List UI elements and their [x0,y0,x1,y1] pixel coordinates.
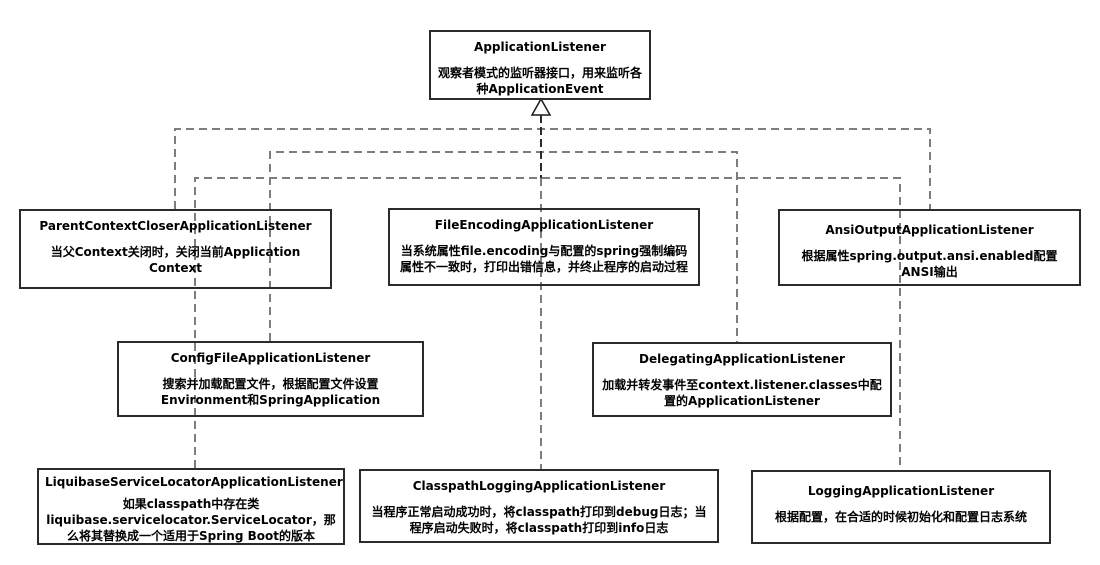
class-description: 加载并转发事件至context.listener.classes中配置的Appl… [602,377,882,408]
class-box-parent-context-closer: ParentContextCloserApplicationListener 当… [19,209,332,289]
class-box-file-encoding: FileEncodingApplicationListener 当系统属性fil… [388,208,700,286]
class-box-application-listener: ApplicationListener 观察者模式的监听器接口，用来监听各种Ap… [429,30,651,100]
realization-connector-row1 [174,128,931,209]
class-description: 如果classpath中存在类liquibase.servicelocator.… [46,496,336,543]
class-name: LiquibaseServiceLocatorApplicationListen… [45,475,343,489]
class-box-liquibase-service-locator: LiquibaseServiceLocatorApplicationListen… [37,468,345,545]
class-description: 观察者模式的监听器接口，用来监听各种ApplicationEvent [437,65,642,96]
class-box-classpath-logging: ClasspathLoggingApplicationListener 当程序正… [359,469,719,543]
class-box-config-file: ConfigFileApplicationListener 搜索并加载配置文件，… [117,341,424,417]
class-name: DelegatingApplicationListener [639,352,845,366]
class-name: ApplicationListener [474,40,606,54]
class-name: FileEncodingApplicationListener [434,218,654,232]
hollow-triangle-arrowhead-icon [530,97,552,116]
class-box-ansi-output: AnsiOutputApplicationListener 根据属性spring… [778,209,1081,286]
class-description: 搜索并加载配置文件，根据配置文件设置Environment和SpringAppl… [160,376,381,407]
class-box-delegating: DelegatingApplicationListener 加载并转发事件至co… [592,342,892,417]
class-box-logging: LoggingApplicationListener 根据配置，在合适的时候初始… [751,470,1051,544]
class-name: AnsiOutputApplicationListener [825,223,1034,237]
class-description: 当父Context关闭时，关闭当前Application Context [50,244,301,275]
realization-connector-row3 [194,177,901,470]
realization-connector-row2 [269,151,738,342]
class-description: 根据配置，在合适的时候初始化和配置日志系统 [774,509,1027,524]
class-name: ConfigFileApplicationListener [170,351,371,365]
class-name: ClasspathLoggingApplicationListener [412,479,666,493]
class-description: 当程序正常启动成功时，将classpath打印到debug日志；当程序启动失败时… [371,504,707,535]
class-description: 当系统属性file.encoding与配置的spring强制编码属性不一致时，打… [399,243,688,274]
class-name: ParentContextCloserApplicationListener [39,219,312,233]
class-description: 根据属性spring.output.ansi.enabled配置ANSI输出 [801,248,1058,279]
class-name: LoggingApplicationListener [807,484,995,498]
